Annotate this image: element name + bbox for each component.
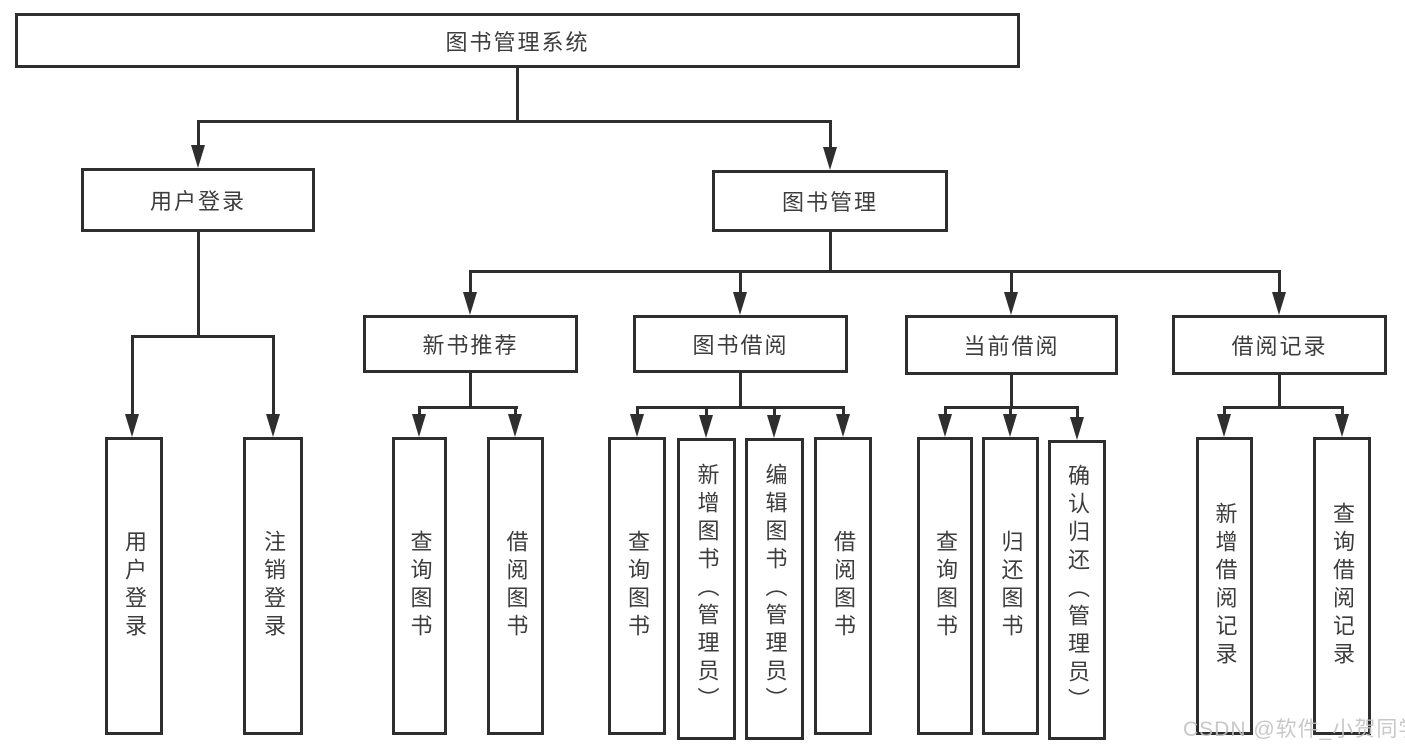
node-leaf-add-book-admin: 新增图书（管理员） [677, 438, 736, 740]
arrow-down-icon [767, 415, 781, 438]
arrow-down-icon [733, 292, 747, 315]
arrow-down-icon [412, 414, 426, 437]
connector-root-drop-left [197, 120, 200, 148]
connector-cb-drop-3 [1076, 406, 1079, 418]
node-new-book-recommend: 新书推荐 [363, 315, 578, 373]
node-leaf-borrow-book-1: 借阅图书 [487, 437, 544, 735]
connector-bookmgmt-bar [469, 270, 1281, 273]
node-label: 当前借阅 [963, 334, 1060, 359]
connector-userlogin-drop-left [131, 335, 134, 416]
connector-nbr-bar [418, 406, 518, 409]
node-leaf-add-borrow-record: 新增借阅记录 [1196, 437, 1253, 735]
connector-userlogin-stem [197, 232, 200, 338]
connector-bookmgmt-drop-3 [1010, 270, 1013, 294]
connector-userlogin-bar [131, 335, 275, 338]
node-label: 图书管理 [781, 190, 878, 215]
node-label: 借阅记录 [1231, 334, 1328, 359]
connector-bookmgmt-drop-1 [469, 270, 472, 294]
connector-bb-bar [636, 406, 845, 409]
arrow-down-icon [1070, 417, 1084, 440]
arrow-down-icon [938, 414, 952, 437]
node-leaf-edit-book-admin: 编辑图书（管理员） [745, 438, 804, 740]
arrow-down-icon [1335, 414, 1349, 437]
arrow-down-icon [266, 414, 280, 437]
arrow-down-icon [836, 414, 850, 437]
node-label: 图书借阅 [692, 333, 789, 358]
connector-cb-stem [1010, 375, 1013, 409]
connector-bb-drop-3 [773, 406, 776, 416]
csdn-watermark: CSDN @软件_小贺同学 [1183, 718, 1405, 741]
node-label: 用户登录 [149, 189, 246, 214]
connector-br-drop-2 [1341, 406, 1344, 416]
node-label: 借阅图书 [503, 530, 529, 642]
connector-br-drop-1 [1223, 406, 1226, 416]
node-borrow-record: 借阅记录 [1172, 315, 1387, 375]
node-leaf-query-book-3: 查询图书 [917, 437, 973, 735]
node-label: 查询图书 [933, 530, 958, 642]
node-label: 编辑图书（管理员） [762, 463, 788, 715]
connector-bookmgmt-drop-4 [1278, 270, 1281, 294]
connector-nbr-drop-1 [418, 406, 421, 416]
node-label: 查询图书 [625, 530, 650, 642]
node-label: 图书管理系统 [445, 29, 590, 55]
connector-root-stem [516, 68, 519, 123]
node-label: 查询借阅记录 [1330, 502, 1355, 670]
connector-nbr-stem [469, 373, 472, 409]
node-library-management-system: 图书管理系统 [15, 13, 1020, 68]
node-label: 用户登录 [122, 530, 147, 642]
connector-br-bar [1223, 406, 1344, 409]
arrow-down-icon [699, 415, 713, 438]
node-book-management: 图书管理 [712, 170, 948, 232]
node-label: 借阅图书 [831, 530, 856, 642]
node-label: 新书推荐 [422, 333, 519, 358]
connector-bb-drop-2 [705, 406, 708, 416]
node-leaf-confirm-return-admin: 确认归还（管理员） [1048, 440, 1106, 740]
node-leaf-query-borrow-record: 查询借阅记录 [1313, 437, 1371, 735]
node-label: 归还图书 [998, 530, 1024, 642]
node-leaf-query-book-2: 查询图书 [608, 437, 666, 735]
arrow-down-icon [1217, 414, 1231, 437]
connector-bb-stem [739, 373, 742, 409]
node-user-login: 用户登录 [81, 168, 315, 232]
node-label: 新增图书（管理员） [694, 463, 720, 715]
connector-nbr-drop-2 [514, 406, 517, 416]
arrow-down-icon [125, 414, 139, 437]
node-leaf-borrow-book-2: 借阅图书 [814, 437, 872, 735]
arrow-down-icon [191, 145, 205, 168]
connector-bb-drop-4 [842, 406, 845, 416]
arrow-down-icon [1272, 292, 1286, 315]
connector-cb-drop-2 [1009, 406, 1012, 416]
node-leaf-logout: 注销登录 [243, 437, 303, 735]
arrow-down-icon [508, 414, 522, 437]
connector-bb-drop-1 [636, 406, 639, 416]
arrow-down-icon [1004, 292, 1018, 315]
arrow-down-icon [463, 292, 477, 315]
connector-cb-drop-1 [944, 406, 947, 416]
connector-userlogin-drop-right [272, 335, 275, 416]
node-leaf-return-book: 归还图书 [982, 437, 1039, 735]
arrow-down-icon [1003, 414, 1017, 437]
node-book-borrow: 图书借阅 [633, 315, 848, 373]
node-label: 新增借阅记录 [1212, 502, 1238, 670]
node-label: 注销登录 [261, 530, 286, 642]
arrow-down-icon [630, 414, 644, 437]
node-label: 查询图书 [407, 530, 433, 642]
connector-root-drop-right [829, 120, 832, 150]
node-label: 确认归还（管理员） [1065, 464, 1090, 716]
node-leaf-user-login: 用户登录 [105, 437, 163, 735]
connector-bookmgmt-stem [829, 232, 832, 273]
node-current-borrow: 当前借阅 [905, 315, 1118, 375]
node-leaf-query-book-1: 查询图书 [392, 437, 447, 735]
arrow-down-icon [823, 147, 837, 170]
connector-root-bar [197, 120, 832, 123]
connector-br-stem [1278, 375, 1281, 409]
connector-bookmgmt-drop-2 [739, 270, 742, 294]
